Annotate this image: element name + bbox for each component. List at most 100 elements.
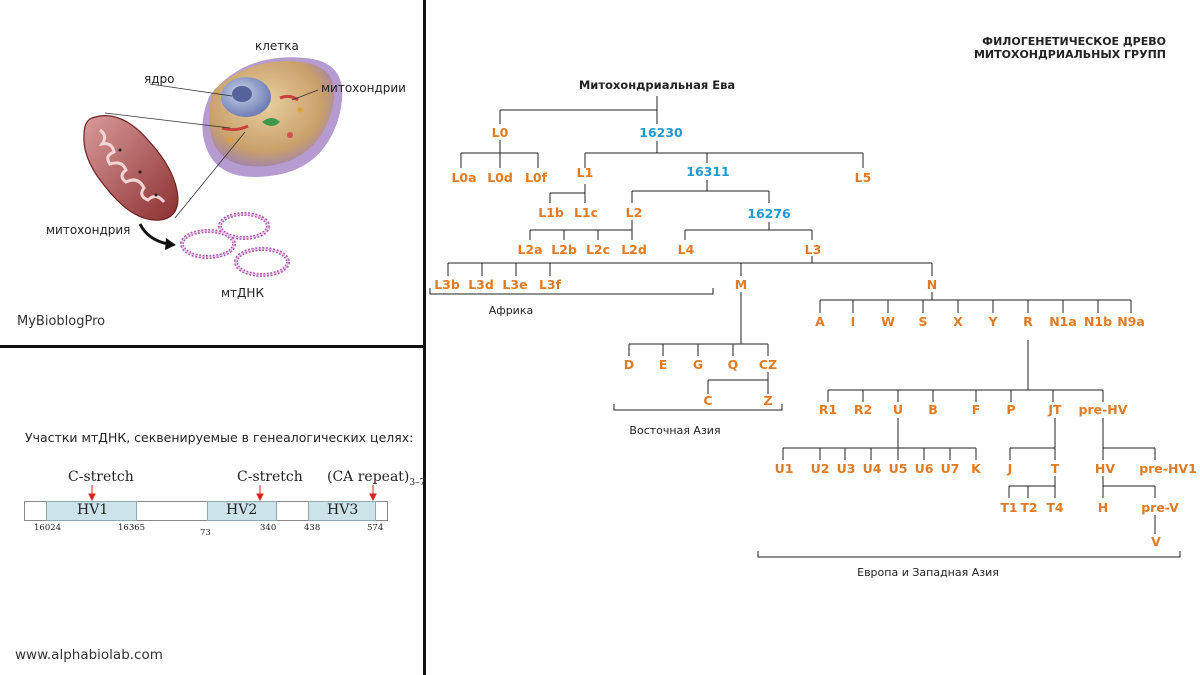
hv3-region bbox=[308, 501, 376, 521]
node-u: U bbox=[893, 402, 903, 417]
c-stretch-label-1: C-stretch bbox=[68, 469, 134, 485]
node-l4: L4 bbox=[678, 242, 695, 257]
node-y: Y bbox=[987, 314, 998, 329]
node-l0a: L0a bbox=[451, 170, 476, 185]
mitochondrion-illustration bbox=[83, 115, 179, 221]
hv2-region bbox=[207, 501, 277, 521]
footer-link[interactable]: www.alphabiolab.com bbox=[15, 647, 163, 663]
node-p: P bbox=[1006, 402, 1015, 417]
node-b: B bbox=[928, 402, 938, 417]
node-t: T bbox=[1051, 461, 1060, 476]
node-hv: HV bbox=[1095, 461, 1115, 476]
node-u1: U1 bbox=[775, 461, 794, 476]
mtdna-label: мтДНК bbox=[221, 286, 264, 300]
node-w: W bbox=[881, 314, 895, 329]
node-l1c: L1c bbox=[574, 205, 598, 220]
node-l0: L0 bbox=[492, 125, 509, 140]
mitochondrion-label: митохондрия bbox=[46, 223, 131, 237]
node-l2c: L2c bbox=[586, 242, 610, 257]
hv2-end: 340 bbox=[260, 523, 277, 533]
credit-text: MyBioblogPro bbox=[17, 314, 106, 329]
node-r2: R2 bbox=[854, 402, 872, 417]
hv1-end: 16365 bbox=[118, 523, 146, 533]
ca-repeat-label: (CA repeat)3–7 bbox=[327, 469, 425, 488]
node-l1: L1 bbox=[577, 165, 594, 180]
node-u2: U2 bbox=[811, 461, 830, 476]
node-jt: JT bbox=[1047, 402, 1062, 417]
hv1-start: 16024 bbox=[34, 523, 62, 533]
cell-panel: клетка ядро митохондрии митохондрия мтДН… bbox=[0, 0, 423, 345]
cell-illustration bbox=[83, 57, 343, 277]
node-16311: 16311 bbox=[686, 164, 730, 179]
tree-nodes: L0 16230 L0a L0d L0f L1 16311 L5 L1b L1c… bbox=[434, 125, 1197, 549]
node-l3d: L3d bbox=[468, 277, 494, 292]
node-l2d: L2d bbox=[621, 242, 647, 257]
hv3-start: 438 bbox=[304, 523, 321, 533]
ca-repeat-subscript: 3–7 bbox=[409, 477, 426, 488]
node-n9a: N9a bbox=[1117, 314, 1145, 329]
mtdna-rings bbox=[180, 212, 290, 277]
node-l1b: L1b bbox=[538, 205, 564, 220]
hv2-start: 73 bbox=[200, 528, 211, 538]
node-n: N bbox=[927, 277, 937, 292]
hv2-label: HV2 bbox=[226, 502, 258, 518]
node-u7: U7 bbox=[941, 461, 960, 476]
phylogenetic-tree: ФИЛОГЕНЕТИЧЕСКОЕ ДРЕВО МИТОХОНДРИАЛЬНЫХ … bbox=[429, 35, 1197, 579]
node-l3: L3 bbox=[805, 242, 822, 257]
node-l3e: L3e bbox=[502, 277, 527, 292]
horizontal-divider bbox=[0, 345, 425, 348]
node-pre-hv1: pre-HV1 bbox=[1139, 461, 1197, 476]
node-pre-v: pre-V bbox=[1141, 500, 1179, 515]
node-c: C bbox=[703, 393, 712, 408]
node-f: F bbox=[972, 402, 981, 417]
node-k: K bbox=[971, 461, 982, 476]
node-m: M bbox=[735, 277, 747, 292]
hv3-end: 574 bbox=[367, 523, 384, 533]
ca-repeat-text: (CA repeat) bbox=[327, 469, 410, 485]
node-e: E bbox=[659, 357, 668, 372]
node-i: I bbox=[851, 314, 856, 329]
node-cz: CZ bbox=[759, 357, 777, 372]
node-l2a: L2a bbox=[517, 242, 542, 257]
node-16276: 16276 bbox=[747, 206, 791, 221]
node-l2b: L2b bbox=[551, 242, 577, 257]
node-z: Z bbox=[763, 393, 772, 408]
node-u3: U3 bbox=[837, 461, 856, 476]
regions-title: Участки мтДНК, секвенируемые в генеалоги… bbox=[25, 430, 414, 445]
node-n1a: N1a bbox=[1049, 314, 1077, 329]
marker-arrows bbox=[88, 485, 377, 502]
node-l3f: L3f bbox=[539, 277, 562, 292]
nucleus-label: ядро bbox=[144, 72, 175, 86]
node-j: J bbox=[1007, 461, 1013, 476]
node-g: G bbox=[693, 357, 703, 372]
node-a: A bbox=[815, 314, 825, 329]
region-africa: Африка bbox=[489, 304, 533, 317]
node-l3b: L3b bbox=[434, 277, 460, 292]
node-r: R bbox=[1023, 314, 1033, 329]
region-east-asia: Восточная Азия bbox=[629, 424, 720, 437]
tree-root-label: Митохондриальная Ева bbox=[579, 78, 735, 92]
tree-title-line2: МИТОХОНДРИАЛЬНЫХ ГРУПП bbox=[974, 48, 1166, 61]
node-l0d: L0d bbox=[487, 170, 513, 185]
cell-label: клетка bbox=[255, 39, 299, 53]
node-s: S bbox=[918, 314, 927, 329]
node-q: Q bbox=[728, 357, 739, 372]
hv1-label: HV1 bbox=[77, 502, 109, 518]
node-u4: U4 bbox=[863, 461, 882, 476]
tree-edges bbox=[429, 96, 1181, 558]
leader-lines bbox=[104, 83, 319, 219]
hv1-region bbox=[46, 501, 137, 521]
node-h: H bbox=[1098, 500, 1108, 515]
region-europe: Европа и Западная Азия bbox=[857, 566, 999, 579]
node-v: V bbox=[1151, 534, 1161, 549]
node-u5: U5 bbox=[889, 461, 908, 476]
c-stretch-label-2: C-stretch bbox=[237, 469, 303, 485]
node-t1: T1 bbox=[1000, 500, 1017, 515]
node-t4: T4 bbox=[1046, 500, 1064, 515]
tree-title-line1: ФИЛОГЕНЕТИЧЕСКОЕ ДРЕВО bbox=[982, 35, 1166, 48]
node-pre-hv: pre-HV bbox=[1079, 402, 1128, 417]
node-l2: L2 bbox=[626, 205, 643, 220]
hv3-label: HV3 bbox=[327, 502, 359, 518]
vertical-divider bbox=[423, 0, 426, 675]
node-l5: L5 bbox=[855, 170, 872, 185]
